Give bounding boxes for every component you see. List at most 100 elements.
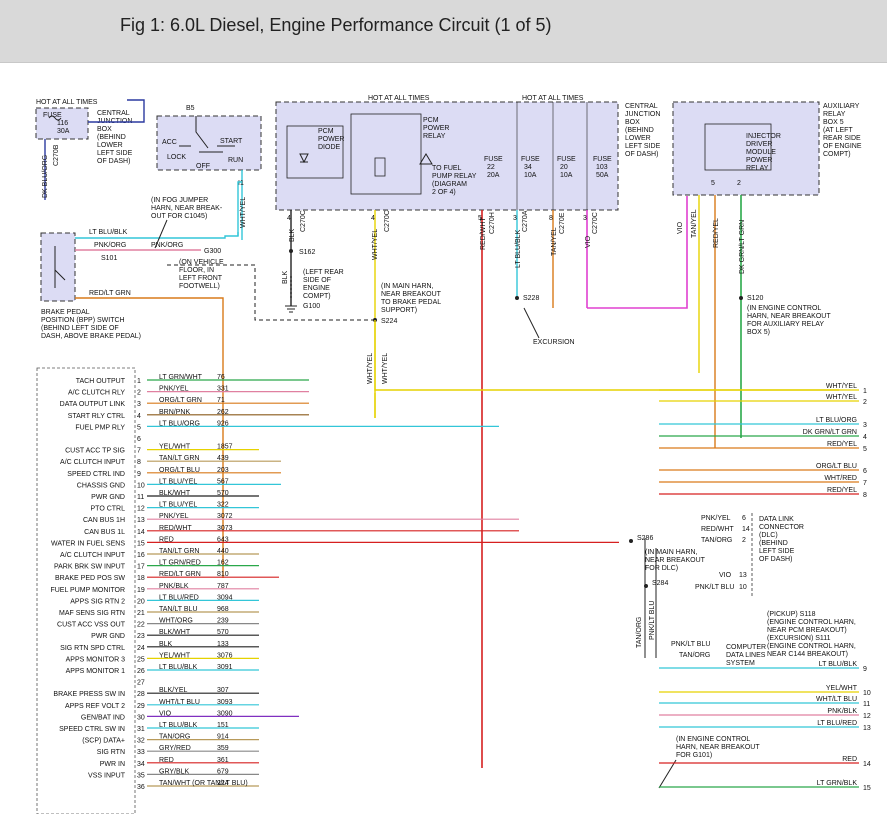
continuation-number: 1 (863, 388, 867, 395)
continuation-wire-label: PNK/BLK (827, 708, 857, 715)
svg-text:OF DASH): OF DASH) (759, 556, 792, 563)
svg-text:LOWER: LOWER (97, 142, 123, 149)
svg-text:NEAR BREAKOUT: NEAR BREAKOUT (381, 291, 442, 298)
figure-header: Fig 1: 6.0L Diesel, Engine Performance C… (0, 0, 887, 63)
pin-circuit: 76 (217, 374, 225, 381)
pin-function-label: PTO CTRL (91, 506, 126, 513)
svg-text:BOX: BOX (97, 126, 112, 133)
pin-wire-label: LT BLU/BLK (159, 722, 198, 729)
svg-text:RED/WHT: RED/WHT (701, 526, 734, 533)
svg-text:EXCURSION: EXCURSION (533, 339, 575, 346)
svg-text:DIODE: DIODE (318, 144, 341, 151)
cjb-left-label: CENTRAL JUNCTION BOX (BEHIND LOWER LEFT … (97, 110, 133, 165)
pin-number: 3 (137, 401, 141, 408)
pin-function-label: PWR IN (100, 761, 125, 768)
svg-text:FUSE: FUSE (521, 156, 540, 163)
fuse-116-block: HOT AT ALL TIMES FUSE 116 30A DK BLU/ORG… (35, 99, 98, 200)
svg-text:(IN ENGINE CONTROL: (IN ENGINE CONTROL (676, 736, 750, 743)
svg-text:WHT/YEL: WHT/YEL (382, 353, 389, 384)
continuation-wire-label: LT BLU/RED (817, 720, 857, 727)
pin-circuit: 239 (217, 618, 229, 625)
continuation-number: 8 (863, 492, 867, 499)
continuation-number: 6 (863, 468, 867, 475)
svg-text:C270H: C270H (489, 212, 496, 234)
svg-text:FOR DLC): FOR DLC) (645, 565, 678, 572)
pin-circuit: 567 (217, 478, 229, 485)
svg-text:TAN/ORG: TAN/ORG (679, 652, 710, 659)
pin-wire-label: TAN/LT GRN (159, 548, 199, 555)
svg-text:COMPT): COMPT) (303, 293, 331, 300)
svg-text:S284: S284 (652, 580, 668, 587)
svg-text:LOCK: LOCK (167, 154, 186, 161)
pin-number: 10 (137, 482, 145, 489)
cjb-right-label: CENTRAL JUNCTION BOX (BEHIND LOWER LEFT … (625, 103, 661, 158)
svg-text:BLK: BLK (282, 270, 289, 284)
pin-function-label: TACH OUTPUT (76, 378, 126, 385)
continuation-number: 10 (863, 690, 871, 697)
svg-text:(LEFT REAR: (LEFT REAR (303, 269, 344, 276)
pin-circuit: 3091 (217, 664, 233, 671)
pin-circuit: 679 (217, 768, 229, 775)
svg-text:CONNECTOR: CONNECTOR (759, 524, 804, 531)
svg-text:OF DASH): OF DASH) (97, 158, 130, 165)
svg-text:LOWER: LOWER (625, 135, 651, 142)
right-continuation: YEL/WHT 10 (659, 685, 871, 697)
svg-text:HARN, NEAR BREAK-: HARN, NEAR BREAK- (151, 205, 223, 212)
pin-wire-label: BRN/PNK (159, 409, 190, 416)
svg-text:POWER: POWER (746, 157, 772, 164)
pin-number: 33 (137, 749, 145, 756)
continuation-wire-label: ORG/LT BLU (816, 463, 857, 470)
pin-function-label: MAF SENS SIG RTN (59, 610, 125, 617)
pin-circuit: 3073 (217, 525, 233, 532)
svg-text:(BEHIND: (BEHIND (759, 540, 788, 547)
svg-text:PNK/ORG: PNK/ORG (94, 242, 126, 249)
pin-function-label: A/C CLUTCH INPUT (60, 552, 126, 559)
svg-text:(BEHIND LEFT SIDE OF: (BEHIND LEFT SIDE OF (41, 325, 119, 332)
pin-number: 22 (137, 622, 145, 629)
pin-wire-label: PNK/BLK (159, 583, 189, 590)
svg-text:S101: S101 (101, 255, 117, 262)
svg-text:C270C: C270C (384, 210, 391, 232)
pin-number: 2 (137, 390, 141, 397)
pin-wire-label: BLK/WHT (159, 490, 191, 497)
pin-number: 13 (137, 517, 145, 524)
pin-number: 28 (137, 691, 145, 698)
svg-text:LEFT SIDE: LEFT SIDE (97, 150, 133, 157)
svg-text:FUSE: FUSE (593, 156, 612, 163)
pin-wire-label: RED (159, 757, 174, 764)
pin-number: 23 (137, 633, 145, 640)
wire-wht-yel-ign: WHT/YEL (240, 197, 247, 228)
continuation-number: 14 (863, 761, 871, 768)
continuation-wire-label: LT BLU/ORG (816, 417, 857, 424)
svg-text:(IN MAIN HARN,: (IN MAIN HARN, (381, 283, 434, 290)
pin-number: 27 (137, 680, 145, 687)
svg-text:POWER: POWER (318, 136, 344, 143)
svg-text:CENTRAL: CENTRAL (625, 103, 658, 110)
svg-text:TO BRAKE PEDAL: TO BRAKE PEDAL (381, 299, 441, 306)
pin-wire-label: BLK (159, 641, 173, 648)
pin-number: 35 (137, 772, 145, 779)
svg-text:INJECTOR: INJECTOR (746, 133, 781, 140)
central-junction-box: HOT AT ALL TIMES HOT AT ALL TIMES PCM PO… (275, 95, 619, 211)
pin-number: 12 (137, 506, 145, 513)
pin-number: 29 (137, 703, 145, 710)
continuation-number: 12 (863, 713, 871, 720)
svg-text:(IN MAIN HARN,: (IN MAIN HARN, (645, 549, 698, 556)
svg-text:REAR SIDE: REAR SIDE (823, 135, 861, 142)
pin-circuit: 914 (217, 734, 229, 741)
svg-text:TAN/ORG: TAN/ORG (701, 537, 732, 544)
svg-text:LT BLU/BLK: LT BLU/BLK (89, 229, 128, 236)
continuation-number: 13 (863, 725, 871, 732)
continuation-wire-label: YEL/WHT (826, 685, 858, 692)
svg-text:RED/WHT: RED/WHT (480, 217, 487, 250)
fuse-116-num: 116 (57, 120, 68, 127)
